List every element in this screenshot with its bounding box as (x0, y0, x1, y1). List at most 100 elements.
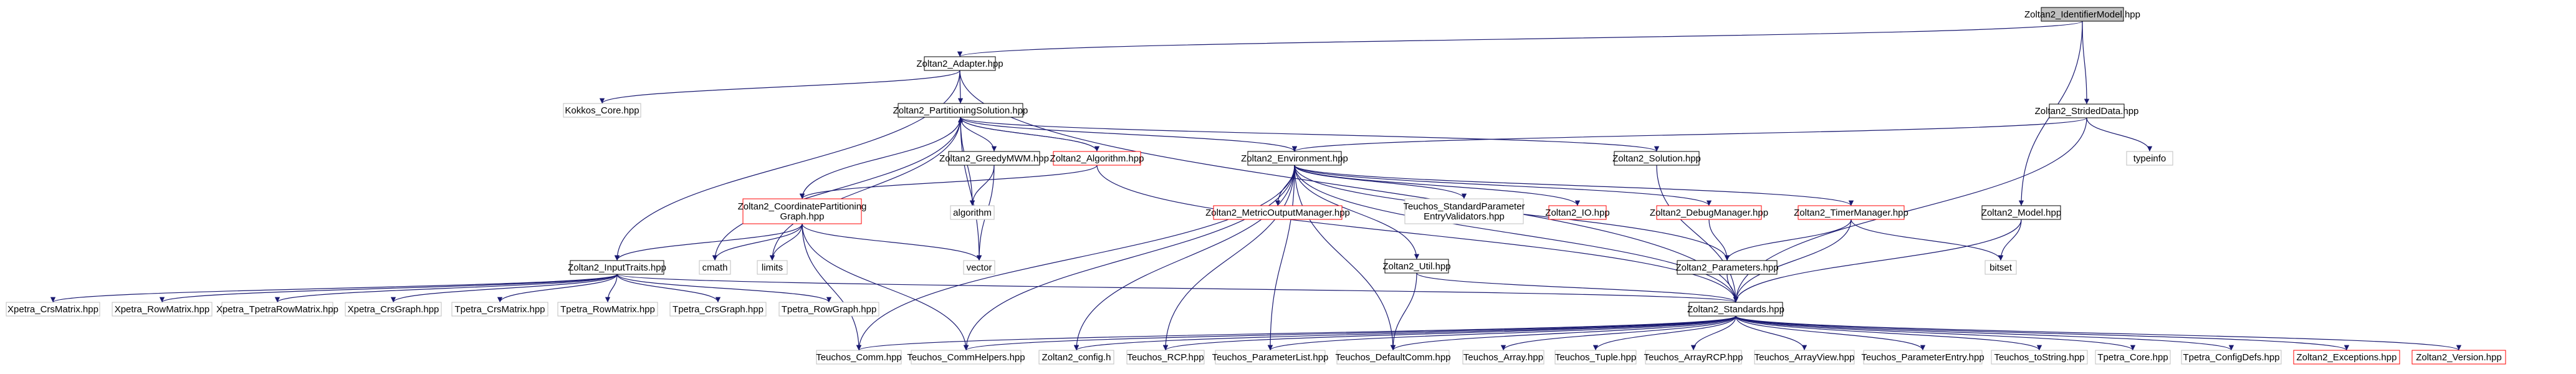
edge-standards-to-teuchos-array (1500, 315, 1736, 351)
node-box (1053, 151, 1141, 166)
edge-environment-to-debug-manager (1294, 165, 1712, 206)
node-teuchos-comm-helpers[interactable]: Teuchos_CommHelpers.hpp (907, 350, 1025, 365)
edge-standards-to-teuchos-comm-helpers (964, 315, 1736, 351)
node-label: Zoltan2_Algorithm.hpp (1050, 153, 1144, 164)
edge-standards-to-teuchos-comm (856, 315, 1736, 351)
node-identifier-model[interactable]: Zoltan2_IdentifierModel.hpp (2024, 7, 2140, 22)
edge-adapter-to-kokkos-core (599, 70, 960, 104)
node-label: Teuchos_ArrayView.hpp (1755, 352, 1855, 363)
node-xpetra-crs-graph[interactable]: Xpetra_CrsGraph.hpp (345, 302, 442, 317)
edge-environment-to-teuchos-default-comm (1294, 165, 1396, 351)
node-label: Graph.hpp (780, 211, 825, 222)
node-tpetra-core[interactable]: Tpetra_Core.hpp (2095, 350, 2171, 365)
node-teuchos-param-entry[interactable]: Teuchos_ParameterEntry.hpp (1861, 350, 1985, 365)
node-environment[interactable]: Zoltan2_Environment.hpp (1241, 151, 1348, 166)
node-box (1404, 198, 1524, 224)
node-teuchos-array[interactable]: Teuchos_Array.hpp (1462, 350, 1544, 365)
node-version[interactable]: Zoltan2_Version.hpp (2411, 350, 2506, 365)
node-partitioning-solution[interactable]: Zoltan2_PartitioningSolution.hpp (893, 103, 1028, 118)
node-box (898, 103, 1023, 118)
node-io[interactable]: Zoltan2_IO.hpp (1545, 205, 1610, 220)
node-typeinfo[interactable]: typeinfo (2126, 151, 2173, 166)
node-box (2181, 350, 2282, 365)
node-limits[interactable]: limits (757, 260, 788, 275)
node-label: Teuchos_StandardParameter (1403, 201, 1525, 212)
node-box (1656, 205, 1762, 220)
node-vector[interactable]: vector (963, 260, 995, 275)
node-box (1336, 350, 1450, 365)
node-box (1981, 205, 2061, 220)
node-label: Zoltan2_InputTraits.hpp (568, 262, 666, 273)
node-box (950, 205, 995, 220)
node-adapter[interactable]: Zoltan2_Adapter.hpp (916, 56, 1003, 71)
node-algorithm[interactable]: algorithm (950, 205, 995, 220)
node-tpetra-row-graph[interactable]: Tpetra_RowGraph.hpp (778, 302, 879, 317)
node-teuchos-default-comm[interactable]: Teuchos_DefaultComm.hpp (1335, 350, 1451, 365)
node-box (816, 350, 902, 365)
edge-partitioning-solution-to-limits (769, 117, 961, 261)
node-metric-output[interactable]: Zoltan2_MetricOutputManager.hpp (1205, 205, 1350, 220)
node-xpetra-tpetra-row-matrix[interactable]: Xpetra_TpetraRowMatrix.hpp (216, 302, 338, 317)
node-cmath[interactable]: cmath (699, 260, 731, 275)
node-teuchos-to-string[interactable]: Teuchos_toString.hpp (1991, 350, 2088, 365)
node-debug-manager[interactable]: Zoltan2_DebugManager.hpp (1650, 205, 1768, 220)
node-xpetra-row-matrix[interactable]: Xpetra_RowMatrix.hpp (112, 302, 213, 317)
edge-identifier-model-to-strided-data (2082, 21, 2090, 105)
node-input-traits[interactable]: Zoltan2_InputTraits.hpp (568, 260, 666, 275)
node-std-param-validators[interactable]: Teuchos_StandardParameterEntryValidators… (1403, 198, 1525, 224)
node-teuchos-comm[interactable]: Teuchos_Comm.hpp (816, 350, 902, 365)
node-teuchos-array-view[interactable]: Teuchos_ArrayView.hpp (1754, 350, 1855, 365)
node-label: Xpetra_CrsGraph.hpp (348, 304, 439, 315)
node-box (2041, 7, 2124, 22)
node-tpetra-row-matrix[interactable]: Tpetra_RowMatrix.hpp (557, 302, 658, 317)
node-box (1384, 259, 1449, 274)
node-teuchos-param-list[interactable]: Teuchos_ParameterList.hpp (1212, 350, 1329, 365)
edge-environment-to-standards (1294, 165, 1739, 303)
node-label: Zoltan2_Parameters.hpp (1675, 262, 1778, 273)
node-box (1462, 350, 1544, 365)
node-timer-manager[interactable]: Zoltan2_TimerManager.hpp (1794, 205, 1908, 220)
node-xpetra-crs-matrix[interactable]: Xpetra_CrsMatrix.hpp (6, 302, 100, 317)
node-box (2049, 103, 2125, 118)
node-algorithm-hpp[interactable]: Zoltan2_Algorithm.hpp (1050, 151, 1144, 166)
node-label: EntryValidators.hpp (1424, 211, 1505, 222)
node-util[interactable]: Zoltan2_Util.hpp (1382, 259, 1451, 274)
edge-standards-to-teuchos-rcp (1163, 315, 1736, 351)
node-solution[interactable]: Zoltan2_Solution.hpp (1612, 151, 1701, 166)
node-exceptions[interactable]: Zoltan2_Exceptions.hpp (2293, 350, 2400, 365)
node-label: Teuchos_Tuple.hpp (1555, 352, 1636, 363)
edge-standards-to-tpetra-config-defs (1735, 315, 2234, 351)
node-tpetra-config-defs[interactable]: Tpetra_ConfigDefs.hpp (2181, 350, 2282, 365)
node-strided-data[interactable]: Zoltan2_StridedData.hpp (2035, 103, 2139, 118)
node-parameters[interactable]: Zoltan2_Parameters.hpp (1675, 260, 1779, 275)
node-teuchos-rcp[interactable]: Teuchos_RCP.hpp (1126, 350, 1205, 365)
edge-partitioning-solution-to-environment (960, 117, 1298, 152)
node-bitset[interactable]: bitset (1985, 260, 2017, 275)
node-label: Zoltan2_Model.hpp (1981, 208, 2061, 218)
edge-input-traits-to-tpetra-crs-matrix (497, 274, 618, 303)
node-teuchos-tuple[interactable]: Teuchos_Tuple.hpp (1554, 350, 1637, 365)
node-tpetra-crs-graph[interactable]: Tpetra_CrsGraph.hpp (669, 302, 767, 317)
edge-environment-to-timer-manager (1294, 165, 1854, 206)
edge-partitioning-solution-to-coord-part-graph (799, 117, 961, 199)
edge-environment-to-teuchos-param-list (1267, 165, 1295, 351)
edge-input-traits-to-xpetra-crs-matrix (50, 274, 618, 303)
node-tpetra-crs-matrix[interactable]: Tpetra_CrsMatrix.hpp (451, 302, 548, 317)
node-box (112, 302, 213, 317)
node-kokkos-core[interactable]: Kokkos_Core.hpp (563, 103, 641, 118)
edge-coord-part-graph-to-teuchos-comm-helpers (802, 223, 969, 351)
node-box (924, 56, 996, 71)
edge-input-traits-to-tpetra-row-matrix (605, 274, 618, 303)
node-greedy-mwm[interactable]: Zoltan2_GreedyMWM.hpp (939, 151, 1049, 166)
node-box (948, 151, 1040, 166)
node-label: Tpetra_RowGraph.hpp (782, 304, 877, 315)
node-box (570, 260, 664, 275)
node-standards[interactable]: Zoltan2_Standards.hpp (1687, 302, 1784, 317)
node-teuchos-array-rcp[interactable]: Teuchos_ArrayRCP.hpp (1644, 350, 1743, 365)
node-zoltan2-config[interactable]: Zoltan2_config.h (1038, 350, 1114, 365)
edge-strided-data-to-environment (1292, 117, 2087, 152)
node-box (1247, 151, 1342, 166)
node-model[interactable]: Zoltan2_Model.hpp (1981, 205, 2061, 220)
node-box (557, 302, 658, 317)
